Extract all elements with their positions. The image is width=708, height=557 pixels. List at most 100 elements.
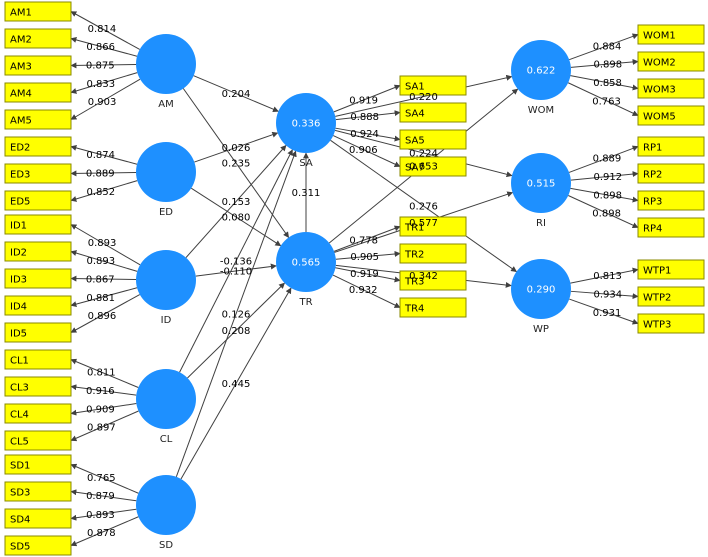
indicator-id2[interactable]: ID2 <box>4 241 72 262</box>
indicator-wom3[interactable]: WOM3 <box>637 78 705 99</box>
indicator-rp3[interactable]: RP3 <box>637 190 705 211</box>
indicator-wom5[interactable]: WOM5 <box>637 105 705 126</box>
indicator-sd1[interactable]: SD1 <box>4 454 72 475</box>
construct-circle <box>136 34 196 94</box>
indicator-wtp1[interactable]: WTP1 <box>637 259 705 280</box>
indicator-box <box>637 190 705 211</box>
indicator-sa1[interactable]: SA1 <box>399 75 467 96</box>
indicator-am3[interactable]: AM3 <box>4 55 72 76</box>
loading-arrow-cl-cl4 <box>70 403 137 416</box>
indicator-am1[interactable]: AM1 <box>4 1 72 22</box>
indicator-tr4[interactable]: TR4 <box>399 297 467 318</box>
construct-ed[interactable]: ED <box>136 142 196 218</box>
indicator-id5[interactable]: ID5 <box>4 322 72 343</box>
indicator-cl1[interactable]: CL1 <box>4 349 72 370</box>
indicator-tr2[interactable]: TR2 <box>399 243 467 264</box>
indicator-ed3[interactable]: ED3 <box>4 163 72 184</box>
indicator-sd4[interactable]: SD4 <box>4 508 72 529</box>
path-coefficient: 0.026 <box>222 143 251 154</box>
construct-name: AM <box>158 99 173 110</box>
loading-arrow-sa-sa7 <box>333 135 401 167</box>
indicator-tr3[interactable]: TR3 <box>399 270 467 291</box>
indicator-sd5[interactable]: SD5 <box>4 535 72 556</box>
indicator-sa5[interactable]: SA5 <box>399 129 467 150</box>
loading-arrow-am-am5 <box>70 78 141 120</box>
indicator-box <box>4 376 72 397</box>
indicator-cl4[interactable]: CL4 <box>4 403 72 424</box>
loading-value: 0.867 <box>86 274 115 285</box>
indicator-box <box>399 216 467 237</box>
construct-circle <box>136 369 196 429</box>
indicator-label: RP2 <box>643 170 662 181</box>
indicator-id3[interactable]: ID3 <box>4 268 72 289</box>
indicator-sa7[interactable]: SA7 <box>399 156 467 177</box>
indicator-tr1[interactable]: TR1 <box>399 216 467 237</box>
loading-value: 0.778 <box>349 236 378 247</box>
loading-value: 0.878 <box>87 528 116 539</box>
indicator-rp4[interactable]: RP4 <box>637 217 705 238</box>
loading-arrow-sd-sd3 <box>70 489 137 502</box>
path-coefficient: 0.342 <box>409 271 438 282</box>
loading-value: 0.903 <box>88 97 117 108</box>
loading-value: 0.813 <box>593 271 622 282</box>
loading-arrow-id-id3 <box>70 275 137 282</box>
loading-value: 0.765 <box>87 473 116 484</box>
indicator-label: RP4 <box>643 224 662 235</box>
indicator-wom2[interactable]: WOM2 <box>637 51 705 72</box>
loading-value: 0.912 <box>593 172 622 183</box>
loading-value: 0.888 <box>350 112 379 123</box>
construct-name: WOM <box>528 105 554 116</box>
indicator-cl5[interactable]: CL5 <box>4 430 72 451</box>
loading-arrow-sd-sd1 <box>70 463 139 494</box>
indicator-box <box>399 129 467 150</box>
loading-arrow-tr-tr1 <box>333 225 401 252</box>
indicator-box <box>4 190 72 211</box>
path-arrow-sd-sa <box>175 150 297 478</box>
indicator-label: SA7 <box>405 163 425 174</box>
indicator-box <box>637 259 705 280</box>
loading-arrow-wom-wom1 <box>569 33 639 61</box>
indicator-am5[interactable]: AM5 <box>4 109 72 130</box>
path-coefficient: 0.577 <box>409 218 438 229</box>
indicator-am2[interactable]: AM2 <box>4 28 72 49</box>
indicator-wom1[interactable]: WOM1 <box>637 24 705 45</box>
indicator-label: SA1 <box>405 82 425 93</box>
indicator-sa4[interactable]: SA4 <box>399 102 467 123</box>
indicator-label: WTP2 <box>643 293 671 304</box>
construct-sd[interactable]: SD <box>136 475 196 551</box>
indicator-box <box>637 24 705 45</box>
indicator-box <box>4 454 72 475</box>
path-arrow-id-sa <box>185 144 287 258</box>
path-arrow-ed-tr <box>190 187 282 247</box>
indicator-box <box>4 82 72 103</box>
indicator-am4[interactable]: AM4 <box>4 82 72 103</box>
indicator-id4[interactable]: ID4 <box>4 295 72 316</box>
indicator-label: CL5 <box>10 437 29 448</box>
indicator-wtp2[interactable]: WTP2 <box>637 286 705 307</box>
path-coefficient: 0.224 <box>409 149 438 160</box>
indicator-wtp3[interactable]: WTP3 <box>637 313 705 334</box>
indicator-box <box>4 535 72 556</box>
path-arrow-sa-wp <box>330 139 517 273</box>
indicator-id1[interactable]: ID1 <box>4 214 72 235</box>
indicator-label: RP3 <box>643 197 662 208</box>
indicator-rp2[interactable]: RP2 <box>637 163 705 184</box>
loading-arrow-cl-cl1 <box>70 358 139 388</box>
construct-id[interactable]: ID <box>136 250 196 326</box>
indicator-sd3[interactable]: SD3 <box>4 481 72 502</box>
path-coefficient: 0.311 <box>292 188 321 199</box>
construct-am[interactable]: AM <box>136 34 196 110</box>
construct-cl[interactable]: CL <box>136 369 196 445</box>
construct-circle <box>511 40 571 100</box>
loading-value: 0.924 <box>350 129 379 140</box>
indicator-rp1[interactable]: RP1 <box>637 136 705 157</box>
indicator-ed5[interactable]: ED5 <box>4 190 72 211</box>
indicator-cl3[interactable]: CL3 <box>4 376 72 397</box>
indicator-ed2[interactable]: ED2 <box>4 136 72 157</box>
indicator-box <box>399 243 467 264</box>
